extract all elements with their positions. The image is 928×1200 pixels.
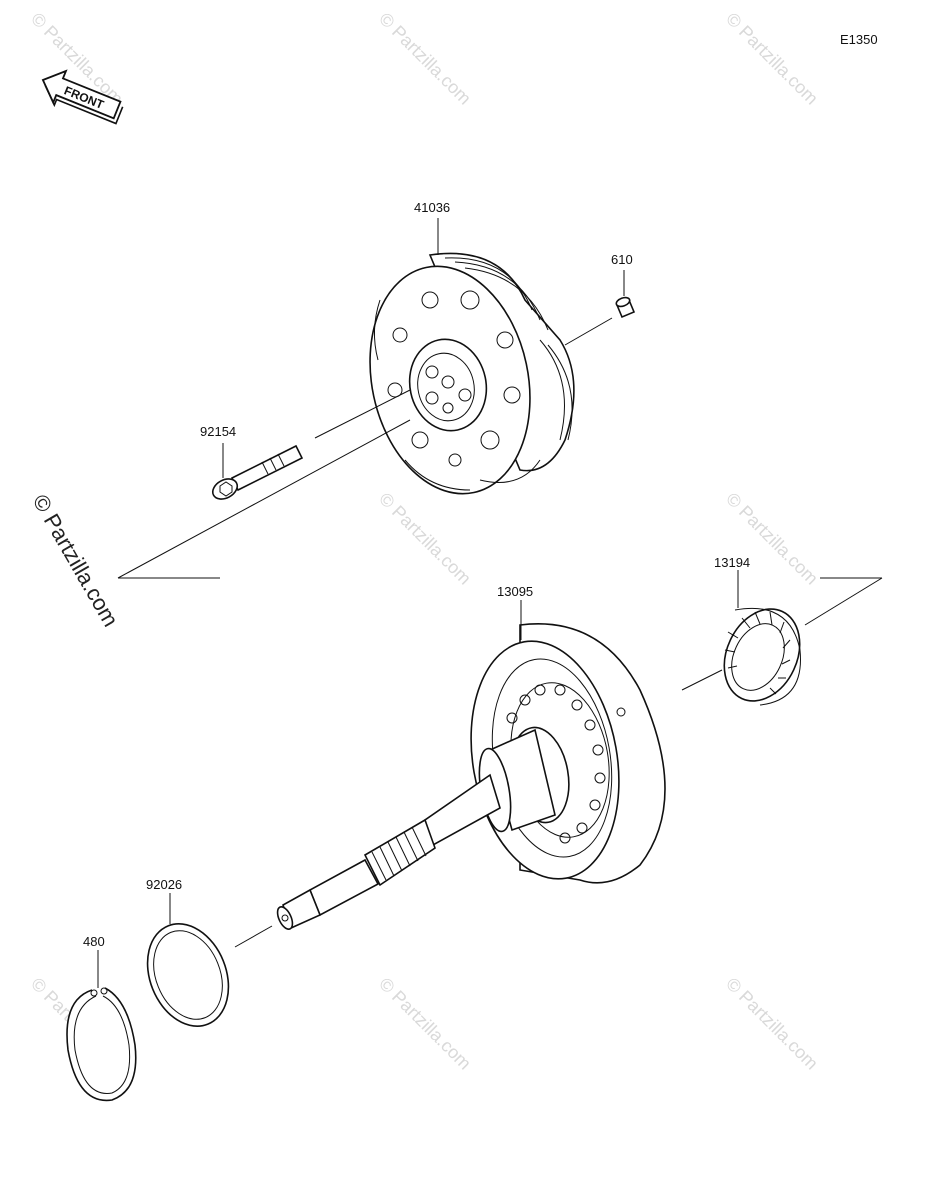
label-610[interactable]: 610 xyxy=(611,252,633,267)
bolt[interactable] xyxy=(209,444,304,503)
clutch-assembly[interactable] xyxy=(350,251,575,508)
label-480[interactable]: 480 xyxy=(83,934,105,949)
axis-line-bolt xyxy=(314,389,411,439)
one-way-clutch[interactable] xyxy=(710,597,814,714)
axis-line-shaft xyxy=(234,925,273,948)
label-13194[interactable]: 13194 xyxy=(714,555,750,570)
axis-line-main xyxy=(117,419,411,579)
axis-line-13194-left xyxy=(681,669,723,691)
spline xyxy=(371,826,427,881)
label-41036[interactable]: 41036 xyxy=(414,200,450,215)
shim[interactable] xyxy=(133,912,243,1039)
dowel-pin[interactable] xyxy=(615,296,636,319)
watermark: © Partzilla.com xyxy=(375,9,475,109)
side-watermark: © Partzilla.com xyxy=(28,490,124,631)
label-92026[interactable]: 92026 xyxy=(146,877,182,892)
watermark: © Partzilla.com xyxy=(375,489,475,589)
clutch-housing-shaft[interactable] xyxy=(274,623,666,932)
axis-line-610 xyxy=(564,317,613,346)
watermark: © Partzilla.com xyxy=(722,9,822,109)
label-13095[interactable]: 13095 xyxy=(497,584,533,599)
sprag-cells xyxy=(724,611,791,695)
diagram-code: E1350 xyxy=(840,32,878,47)
chain-rollers xyxy=(506,684,606,844)
watermark: © Partzilla.com xyxy=(375,974,475,1074)
watermark-grid: © Partzilla.com © Partzilla.com © Partzi… xyxy=(27,9,822,1074)
watermark: © Partzilla.com xyxy=(722,489,822,589)
axis-line-13194-right xyxy=(804,577,883,626)
circlip[interactable] xyxy=(66,987,137,1102)
watermark: © Partzilla.com xyxy=(722,974,822,1074)
label-92154[interactable]: 92154 xyxy=(200,424,236,439)
